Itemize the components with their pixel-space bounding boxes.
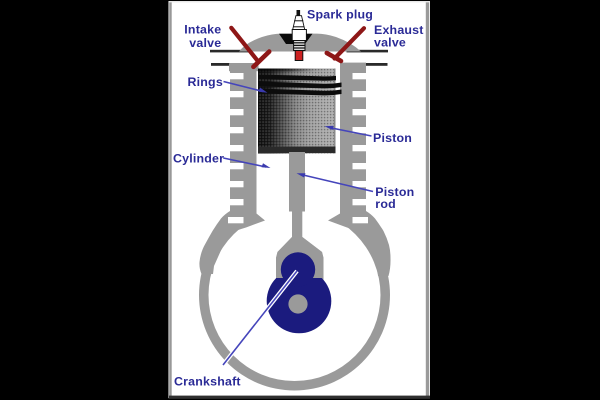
- svg-text:Cylinder: Cylinder: [173, 151, 224, 165]
- svg-text:Exhaust: Exhaust: [374, 23, 424, 37]
- svg-text:rod: rod: [375, 197, 396, 211]
- svg-text:Rings: Rings: [188, 75, 223, 89]
- svg-text:Intake: Intake: [184, 22, 221, 36]
- svg-text:valve: valve: [189, 36, 221, 50]
- svg-text:Piston: Piston: [375, 185, 414, 199]
- svg-text:valve: valve: [374, 36, 406, 50]
- svg-text:Crankshaft: Crankshaft: [174, 375, 241, 389]
- svg-text:Spark plug: Spark plug: [307, 8, 373, 22]
- svg-text:Piston: Piston: [373, 131, 412, 145]
